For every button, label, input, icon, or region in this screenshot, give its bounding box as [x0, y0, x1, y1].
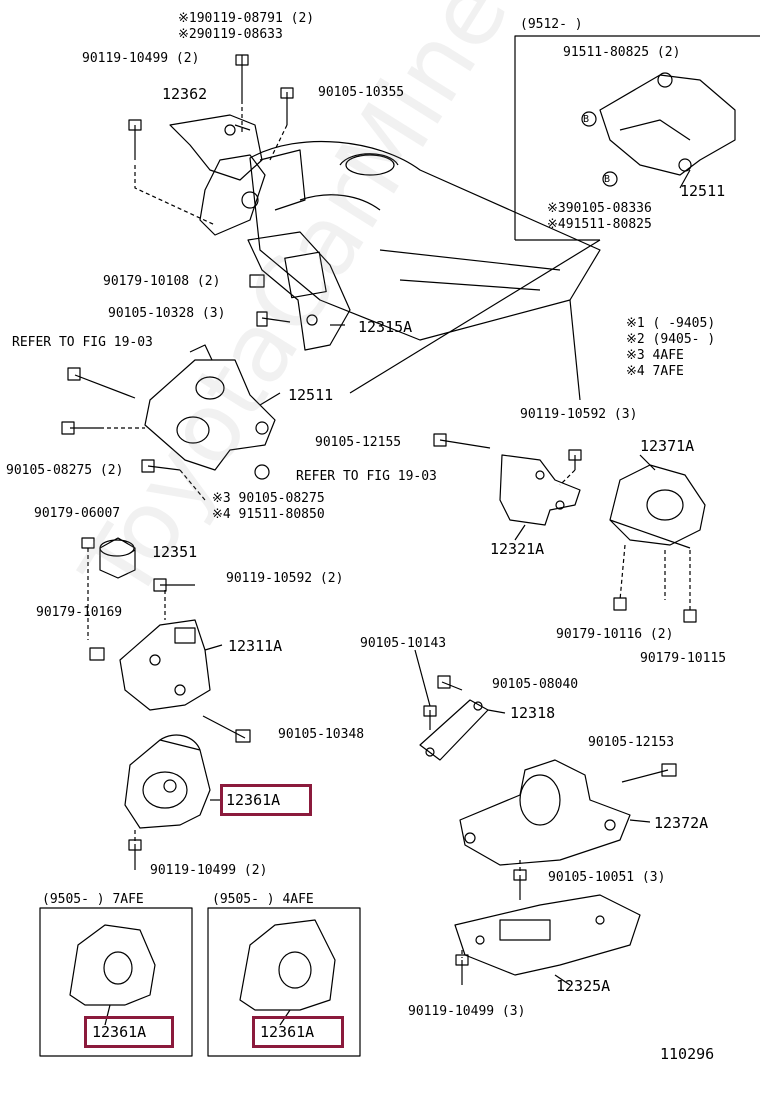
legend-2: ※2 (9405- ) — [626, 332, 716, 347]
label-12361A-main: 12361A — [226, 791, 281, 809]
label-m3-90105-08275: ※3 90105-08275 — [212, 491, 325, 506]
label-12351: 12351 — [152, 543, 198, 561]
label-12511-inset: 12511 — [680, 182, 726, 200]
highlight-12361A-main — [220, 784, 312, 816]
label-91511-80825: 91511-80825 (2) — [563, 45, 681, 60]
bolts — [61, 54, 697, 985]
label-190119-08791: ※190119-08791 (2) — [178, 11, 315, 26]
label-90105-10328: 90105-10328 (3) — [108, 306, 226, 321]
label-290119-08633: ※290119-08633 — [178, 27, 283, 42]
label-90105-12155: 90105-12155 — [315, 435, 402, 450]
label-12315A: 12315A — [358, 318, 413, 336]
label-90105-10348: 90105-10348 — [278, 727, 365, 742]
legend-1: ※1 ( -9405) — [626, 316, 716, 331]
label-12318: 12318 — [510, 704, 556, 722]
label-491511-80825: ※491511-80825 — [547, 217, 652, 232]
legend-3: ※3 4AFE — [626, 348, 684, 363]
bracket-12315A — [247, 231, 351, 351]
label-m4-91511-80850: ※4 91511-80850 — [212, 507, 325, 522]
callout-b-upper: B — [583, 114, 590, 125]
highlight-12361A-7afe — [84, 1016, 174, 1048]
label-refer-fig-19-03-b: REFER TO FIG 19-03 — [296, 469, 437, 484]
callout-b-upper-circle — [581, 111, 597, 127]
assembly-lines — [87, 100, 576, 958]
label-90119-10499-b: 90119-10499 (2) — [150, 863, 268, 878]
label-90105-10143: 90105-10143 — [360, 636, 447, 651]
label-90179-10108: 90179-10108 (2) — [103, 274, 221, 289]
diagram-number: 110296 — [660, 1045, 715, 1063]
mount-12511-inset — [599, 72, 736, 176]
label-12311A: 12311A — [228, 637, 283, 655]
label-12325A: 12325A — [556, 977, 611, 995]
label-90105-08040: 90105-08040 — [492, 677, 579, 692]
inset-7afe-frame — [39, 907, 193, 1057]
label-12372A: 12372A — [654, 814, 709, 832]
bracket-12311A — [119, 619, 211, 711]
label-90179-10116: 90179-10116 (2) — [556, 627, 674, 642]
label-12361A-4afe: 12361A — [260, 1023, 315, 1041]
label-90105-08275: 90105-08275 (2) — [6, 463, 124, 478]
insulator-12361A — [124, 734, 211, 829]
label-90119-10592-3: 90119-10592 (3) — [520, 407, 638, 422]
label-90179-10169: 90179-10169 — [36, 605, 123, 620]
label-90119-10592-2: 90119-10592 (2) — [226, 571, 344, 586]
mount-12372A — [459, 759, 631, 866]
label-12371A: 12371A — [640, 437, 695, 455]
bracket-12362 — [169, 114, 306, 236]
insulator-4afe — [239, 919, 336, 1011]
mount-12371A — [609, 464, 706, 610]
label-9505-4afe: (9505- ) 4AFE — [212, 892, 314, 907]
inset-4afe-frame — [207, 907, 361, 1057]
member-12325A — [454, 894, 641, 976]
label-12362: 12362 — [162, 85, 208, 103]
label-9505-7afe: (9505- ) 7AFE — [42, 892, 144, 907]
callout-b-lower-circle — [602, 171, 618, 187]
label-refer-fig-19-03-a: REFER TO FIG 19-03 — [12, 335, 153, 350]
label-90179-06007: 90179-06007 — [34, 506, 121, 521]
highlight-12361A-4afe — [252, 1016, 344, 1048]
label-90179-10115: 90179-10115 — [640, 651, 727, 666]
label-90105-10051: 90105-10051 (3) — [548, 870, 666, 885]
leader-lines — [104, 124, 691, 1026]
label-12361A-7afe: 12361A — [92, 1023, 147, 1041]
label-90105-12153: 90105-12153 — [588, 735, 675, 750]
label-90119-10499-3: 90119-10499 (3) — [408, 1004, 526, 1019]
bracket-12321A — [499, 454, 581, 526]
label-12511: 12511 — [288, 386, 334, 404]
callout-b-lower: B — [604, 174, 611, 185]
cushion-12351 — [99, 537, 136, 579]
mount-12511 — [144, 344, 276, 471]
label-12321A: 12321A — [490, 540, 545, 558]
legend-4: ※4 7AFE — [626, 364, 684, 379]
engine-outline — [249, 140, 601, 341]
label-390105-08336: ※390105-08336 — [547, 201, 652, 216]
label-90119-10499-a: 90119-10499 (2) — [82, 51, 200, 66]
label-90105-10355: 90105-10355 — [318, 85, 405, 100]
label-9512-range: (9512- ) — [520, 17, 583, 32]
insulator-7afe — [69, 924, 156, 1006]
inset-frame-top — [514, 35, 760, 240]
